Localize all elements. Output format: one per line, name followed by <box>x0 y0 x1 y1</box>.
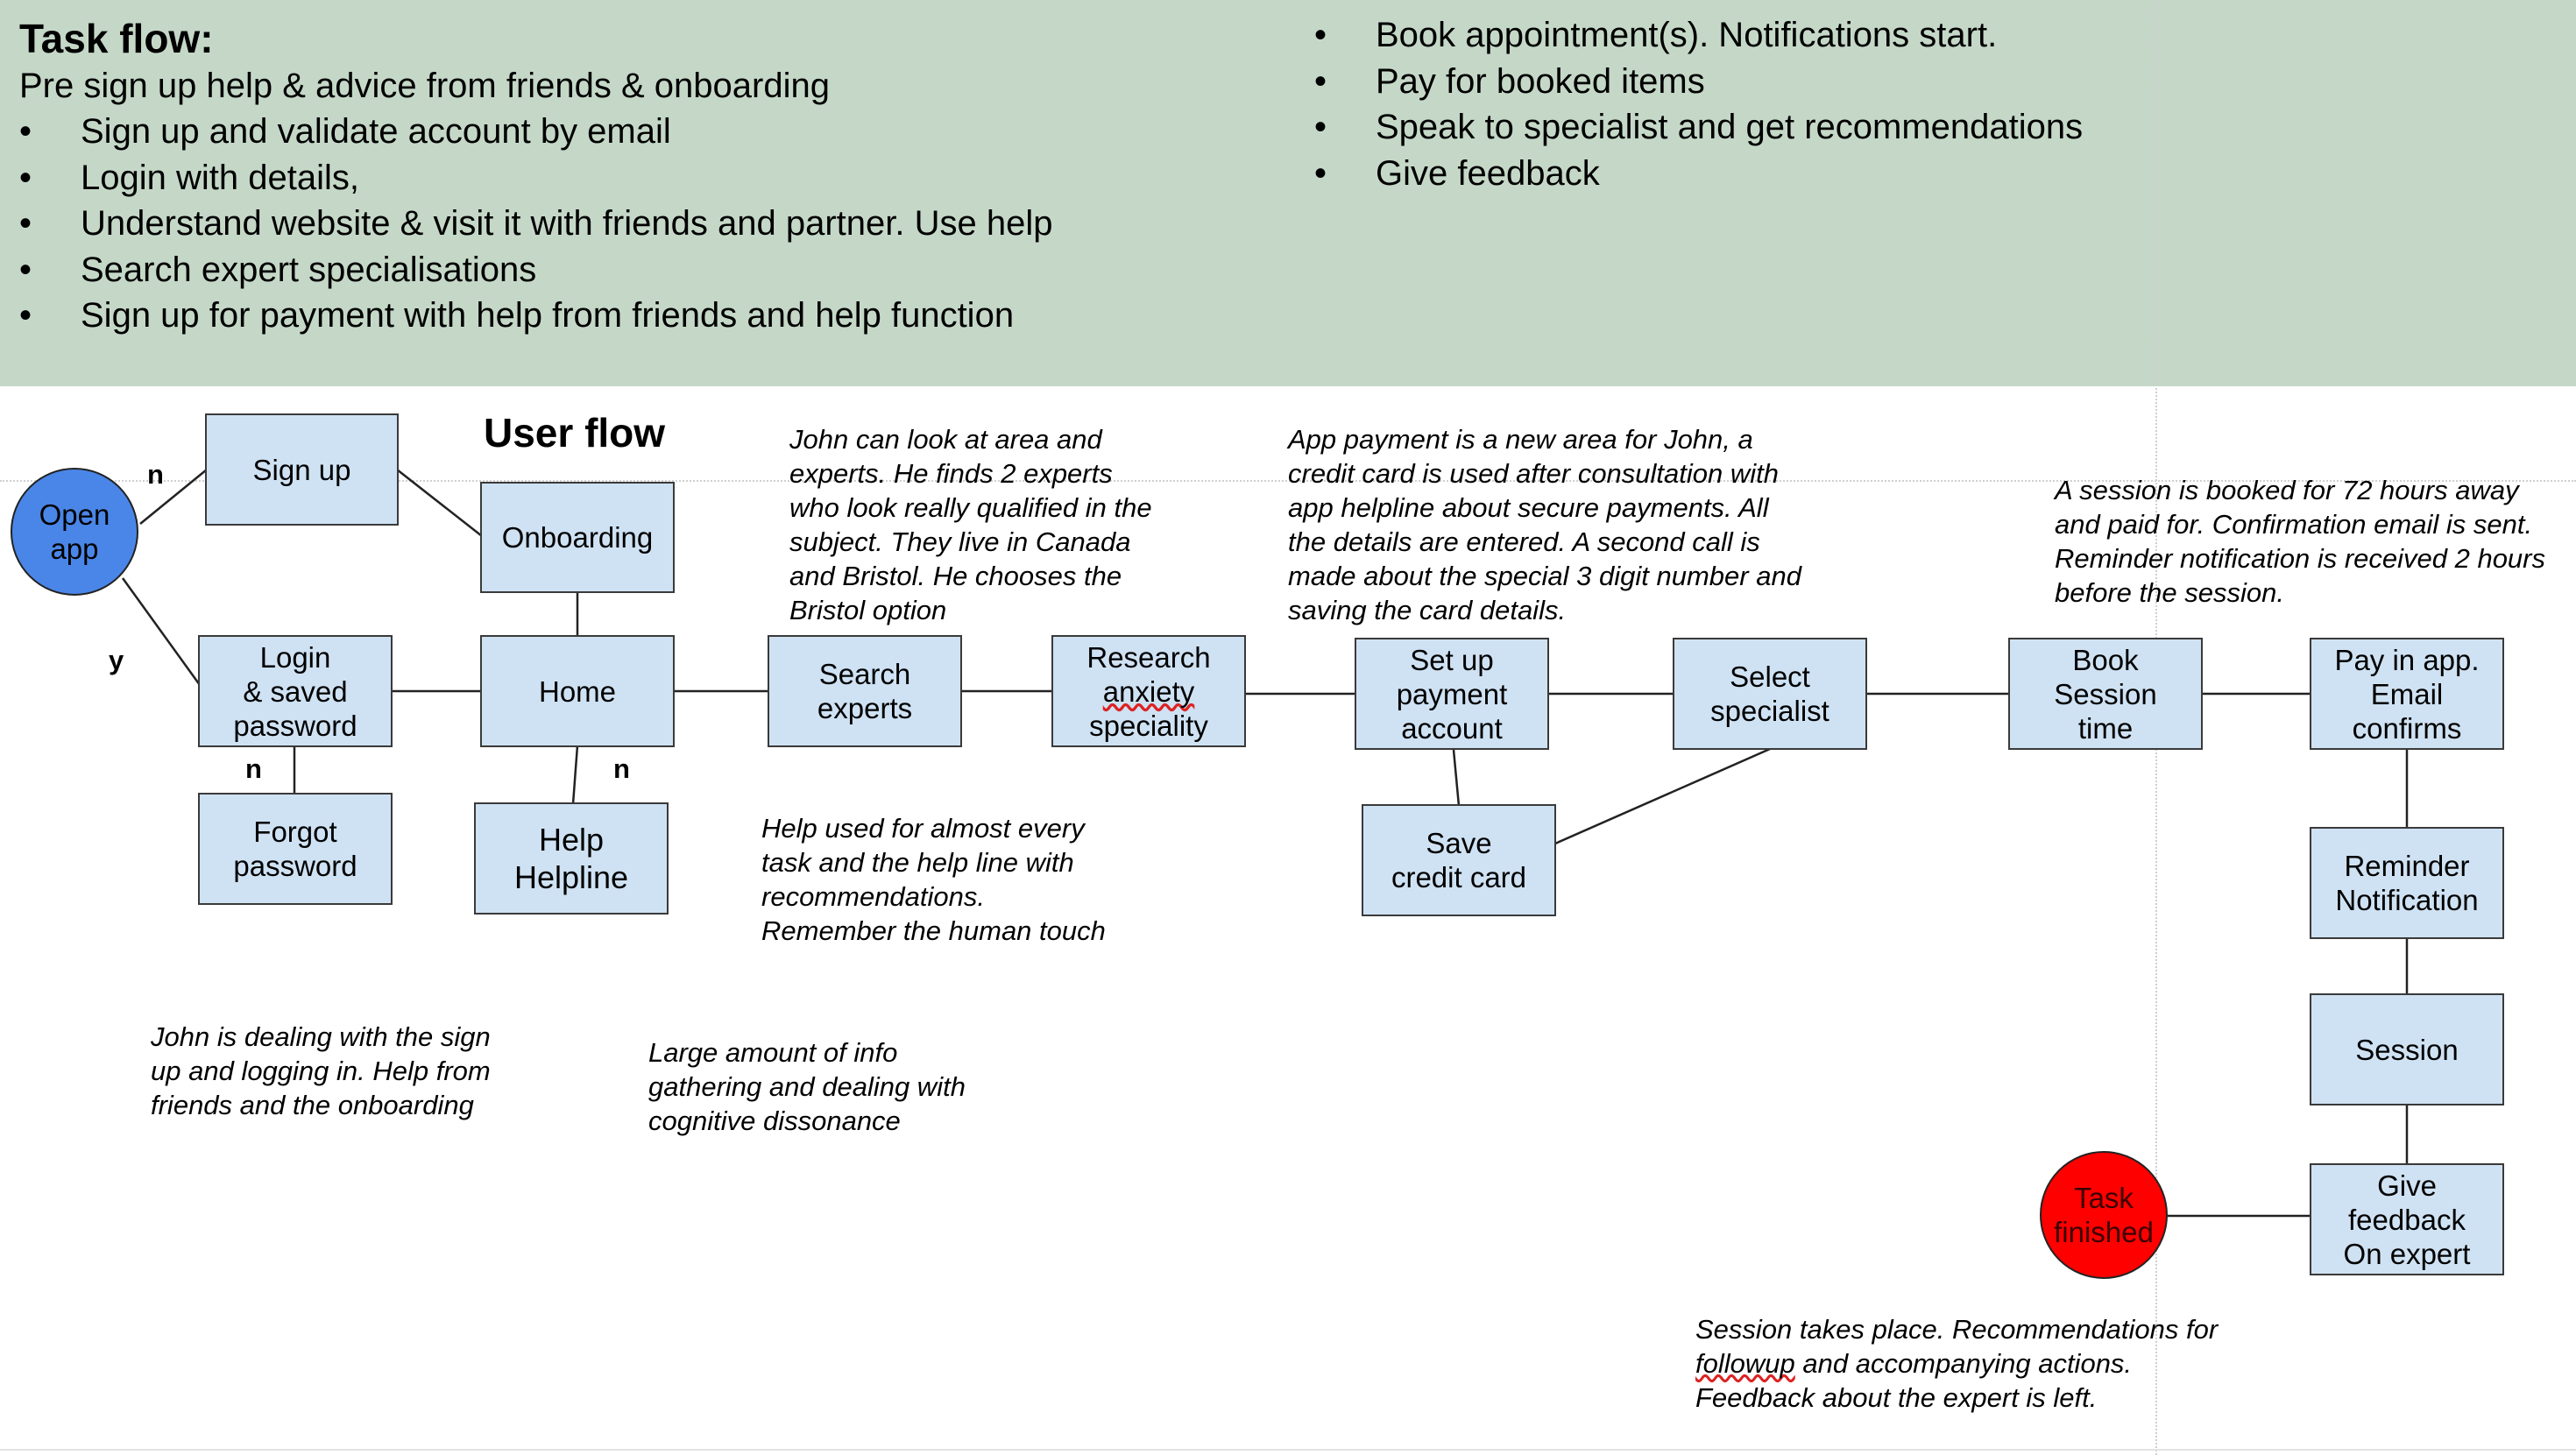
task-finished-end-node: Task finished <box>2040 1151 2168 1279</box>
node-give-feedback: Give feedback On expert <box>2310 1163 2504 1275</box>
note-info-gathering: Large amount of info gathering and deali… <box>648 1037 966 1136</box>
note-search-experts: John can look at area and experts. He fi… <box>789 424 1152 625</box>
edge-save-select <box>1554 747 1771 845</box>
task-item: Pay for booked items <box>1314 59 2083 105</box>
node-book-session: Book Session time <box>2008 638 2203 750</box>
node-session: Session <box>2310 993 2504 1105</box>
research-line-3: speciality <box>1089 709 1208 742</box>
task-item: Give feedback <box>1314 151 2083 197</box>
node-help-helpline: Help Helpline <box>474 802 669 915</box>
research-line-2: anxiety <box>1102 675 1195 708</box>
note-payment: App payment is a new area for John, a cr… <box>1288 424 1801 625</box>
session-note-followup: followup <box>1695 1348 1795 1379</box>
task-flow-subtitle: Pre sign up help & advice from friends &… <box>19 67 830 105</box>
node-sign-up: Sign up <box>205 413 399 526</box>
user-flow-title: User flow <box>484 410 666 456</box>
edge-label-yes: y <box>109 645 124 675</box>
task-item: Speak to specialist and get recommendati… <box>1314 104 2083 151</box>
session-note-line-2-rest: and accompanying actions. <box>1794 1348 2133 1379</box>
node-forgot-password: Forgot password <box>198 793 393 905</box>
task-item: Sign up for payment with help from frien… <box>19 293 1052 339</box>
session-note-line-2: followup and accompanying actions. <box>1695 1346 2218 1381</box>
edge-label-no: n <box>147 459 164 490</box>
edge-start-signup <box>139 469 208 525</box>
node-select-specialist: Select specialist <box>1673 638 1867 750</box>
node-pay-in-app: Pay in app. Email confirms <box>2310 638 2504 750</box>
note-booking: A session is booked for 72 hours away an… <box>2055 475 2545 608</box>
edge-setup-save <box>1452 749 1461 807</box>
note-signup: John is dealing with the sign up and log… <box>151 1021 491 1120</box>
node-onboarding: Onboarding <box>480 482 675 593</box>
session-note-line-3: Feedback about the expert is left. <box>1695 1382 2098 1413</box>
open-app-start-node: Open app <box>11 468 138 596</box>
edge-start-login <box>121 577 202 686</box>
edge-label-no: n <box>613 753 630 784</box>
task-flow-list-left: Sign up and validate account by email Lo… <box>19 109 1052 339</box>
edge-home-help <box>571 745 579 805</box>
node-search-experts: Search experts <box>768 635 962 747</box>
task-item: Search expert specialisations <box>19 247 1052 293</box>
task-flow-list-right: Book appointment(s). Notifications start… <box>1314 12 2083 196</box>
research-line-1: Research <box>1086 640 1211 674</box>
note-help: Help used for almost every task and the … <box>761 813 1106 946</box>
node-home: Home <box>480 635 675 747</box>
task-item: Sign up and validate account by email <box>19 109 1052 155</box>
task-flow-title: Task flow: <box>19 16 214 61</box>
node-research-anxiety: Research anxiety speciality <box>1051 635 1246 747</box>
node-reminder-notification: Reminder Notification <box>2310 827 2504 939</box>
note-session: Session takes place. Recommendations for… <box>1695 1312 2218 1415</box>
node-setup-payment: Set up payment account <box>1355 638 1549 750</box>
session-note-line-1: Session takes place. Recommendations for <box>1695 1314 2219 1345</box>
guide-line-horizontal <box>0 480 2576 482</box>
task-item: Book appointment(s). Notifications start… <box>1314 12 2083 59</box>
node-save-credit-card: Save credit card <box>1362 804 1556 916</box>
bottom-divider <box>0 1449 2576 1451</box>
node-login: Login & saved password <box>198 635 393 747</box>
edge-signup-onboarding <box>396 469 483 537</box>
task-item: Understand website & visit it with frien… <box>19 201 1052 247</box>
edge-label-no: n <box>245 753 262 784</box>
task-item: Login with details, <box>19 155 1052 201</box>
